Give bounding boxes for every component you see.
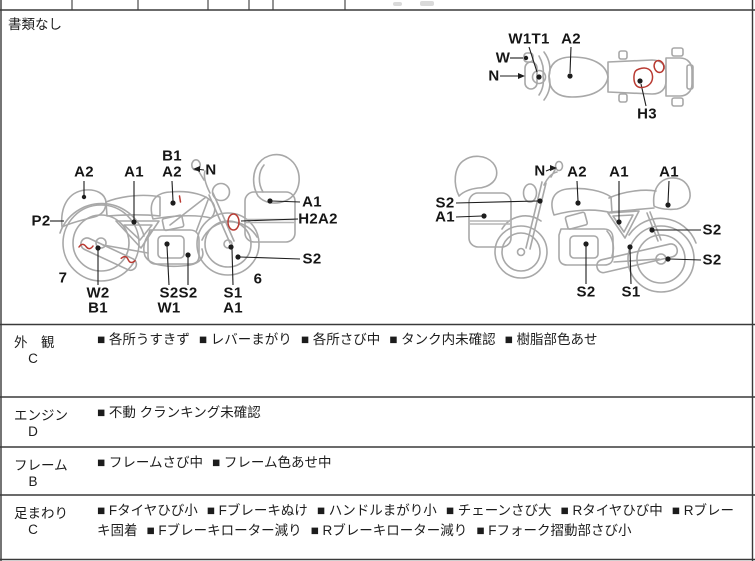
damage-code-label: H2A2 (298, 210, 338, 228)
defect-item: ■ ハンドルまがり小 (316, 503, 437, 518)
damage-code-label: N (488, 67, 500, 85)
damage-code-label: A2 (567, 163, 587, 181)
defect-item: ■ Rブレーキ固着 (97, 503, 734, 538)
defect-item: ■ Rブレーキローター減り (310, 522, 468, 538)
damage-code-label: W (495, 49, 511, 67)
damage-code-label: H3 (637, 105, 657, 123)
defect-item: ■ Fブレーキローター減り (146, 522, 302, 538)
grade-value: B (28, 474, 38, 489)
defect-item: ■ 不動 クランキング未確認 (97, 405, 261, 420)
faint-text-remnant (420, 1, 434, 6)
defect-items: ■ Fタイヤひび小■ Fブレーキぬけ■ ハンドルまがり小■ チェーンさび大■ R… (97, 501, 739, 540)
grade-value: D (28, 424, 38, 439)
damage-code-label: B1 (162, 147, 182, 165)
damage-code-label: S2 (702, 221, 722, 239)
damage-code-label: A2 (74, 163, 94, 181)
damage-code-label: 6 (253, 270, 263, 288)
damage-code-label: W1T1 (508, 30, 550, 48)
damage-code-label: S1 (621, 283, 641, 301)
defect-item: ■ Fブレーキぬけ (206, 503, 308, 518)
defect-item: ■ チェーンさび大 (445, 503, 552, 518)
damage-code-label: P2 (31, 212, 51, 230)
damage-code-label: A1 (223, 299, 243, 317)
damage-code-label: N (534, 162, 546, 180)
category-label: エンジン (14, 408, 68, 423)
leader-dots (81, 55, 671, 262)
defect-item: ■ 樹脂部色あせ (504, 332, 598, 347)
damage-code-label: A1 (609, 163, 629, 181)
damage-code-label: N (205, 161, 217, 179)
damage-code-label: A1 (659, 163, 679, 181)
grade-value: C (28, 351, 38, 366)
grade-value: C (28, 522, 38, 537)
category-label: 外 観 (14, 335, 55, 350)
inspection-row-frame: フレーム B ■ フレームさび中 ■ フレーム色あせ中 (0, 447, 753, 495)
defect-item: ■ 各所さび中 (300, 332, 381, 347)
damage-code-label: W2 (86, 284, 110, 302)
damage-code-label: A1 (435, 208, 455, 226)
defect-item: ■ Fタイヤひび小 (97, 503, 198, 518)
category-label: フレーム (14, 458, 68, 473)
defect-items: ■ 不動 クランキング未確認 (97, 403, 739, 423)
damage-code-label: 7 (58, 269, 68, 287)
damage-code-label: S2 (178, 284, 198, 302)
damage-code-label: A2 (561, 30, 581, 48)
damage-code-label: W1 (157, 299, 181, 317)
defect-item: ■ Rタイヤひび中 (560, 503, 663, 518)
inspection-row-undercarriage: 足まわり C ■ Fタイヤひび小 ■ Fブレーキぬけ ■ ハンドルまがり小 ■ チェー… (0, 495, 753, 559)
inspection-row-engine: エンジン D ■ 不動 クランキング未確認 (0, 397, 753, 447)
motorcycle-top-view (523, 47, 694, 107)
defect-item: ■ タンク内未確認 (389, 332, 496, 347)
damage-code-label: S2 (159, 284, 179, 302)
category-label: 足まわり (14, 506, 68, 521)
damage-code-label: A1 (124, 163, 144, 181)
damage-code-label: S2 (435, 194, 455, 212)
damage-code-label: S1 (223, 284, 243, 302)
damage-marks (78, 59, 665, 264)
inspection-row-exterior: 外 観 C ■ 各所うすきず■ レバーまがり■ 各所さび中■ タンク内未確認■ … (0, 324, 753, 397)
motorcycle-right-side-view (454, 155, 697, 293)
damage-code-label: S2 (702, 251, 722, 269)
damage-code-label: B1 (88, 299, 108, 317)
top-strip-dividers (71, 0, 346, 10)
defect-item: ■ 各所うすきず (97, 332, 190, 347)
damage-code-label: S2 (302, 250, 322, 268)
damage-code-label: S2 (576, 283, 596, 301)
defect-item: ■ Fフォーク摺動部さび小 (476, 522, 632, 538)
defect-items: ■ フレームさび中 ■ フレーム色あせ中 (97, 453, 739, 473)
defect-item: ■ レバーまがり (198, 332, 292, 347)
defect-items: ■ 各所うすきず ■ レバーまがり ■ 各所さび中 ■ タンク内未確認 ■ 樹脂部色あせ (97, 330, 739, 350)
document-note: 書類なし (8, 17, 62, 32)
damage-code-label: A1 (302, 193, 322, 211)
damage-code-label: A2 (162, 163, 182, 181)
defect-item: ■ フレームさび中 (97, 455, 203, 470)
defect-item: ■ フレーム色あせ中 (212, 455, 332, 470)
faint-text-remnant (393, 2, 402, 6)
